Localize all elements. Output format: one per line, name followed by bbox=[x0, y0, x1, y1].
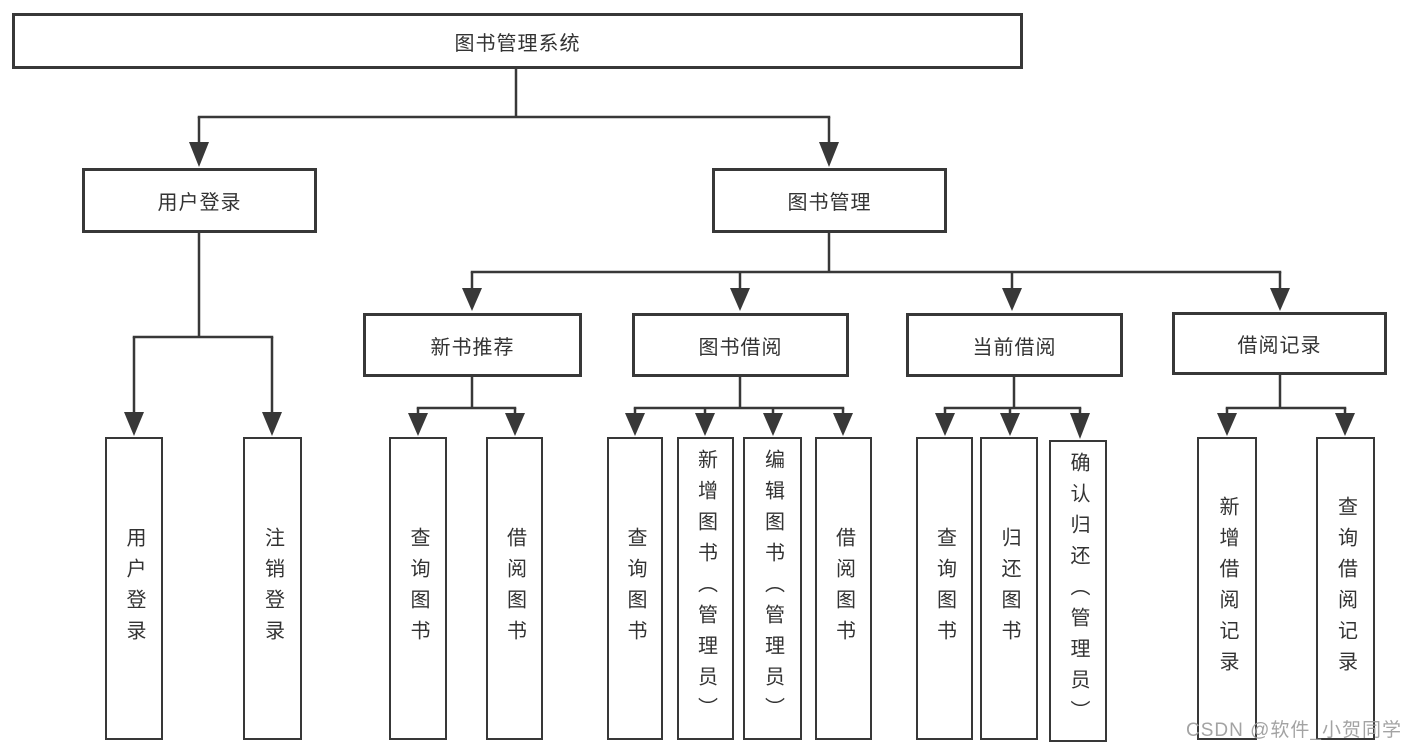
leaf-borrow-books-under-borrowing: 借阅图书 bbox=[815, 437, 872, 740]
leaf-logout: 注销登录 bbox=[243, 437, 302, 740]
leaf-label: 新增图书（管理员） bbox=[694, 449, 717, 728]
connector-current-borrow-to-leaves bbox=[935, 377, 1090, 439]
node-user-login: 用户登录 bbox=[82, 168, 317, 233]
arrowhead-icon bbox=[763, 413, 783, 436]
arrowhead-icon bbox=[625, 413, 645, 436]
leaf-query-books-under-new-book: 查询图书 bbox=[389, 437, 447, 740]
connector-root-to-level2 bbox=[189, 69, 839, 167]
arrowhead-icon bbox=[819, 142, 839, 167]
arrowhead-icon bbox=[1070, 413, 1090, 439]
leaf-query-borrow-record: 查询借阅记录 bbox=[1316, 437, 1375, 740]
leaf-label: 借阅图书 bbox=[503, 526, 526, 651]
arrowhead-icon bbox=[462, 288, 482, 311]
leaf-label: 查询图书 bbox=[407, 526, 429, 651]
leaf-label: 借阅图书 bbox=[832, 526, 855, 651]
node-book-management: 图书管理 bbox=[712, 168, 947, 233]
leaf-label: 查询图书 bbox=[624, 526, 646, 651]
arrowhead-icon bbox=[833, 413, 853, 436]
arrowhead-icon bbox=[730, 288, 750, 311]
node-label: 借阅记录 bbox=[1237, 335, 1322, 357]
leaf-label: 查询图书 bbox=[933, 526, 956, 651]
leaf-label: 编辑图书（管理员） bbox=[761, 449, 784, 728]
leaf-return-book: 归还图书 bbox=[980, 437, 1038, 740]
connector-new-book-to-leaves bbox=[408, 377, 525, 436]
arrowhead-icon bbox=[1000, 413, 1020, 436]
node-book-borrowing: 图书借阅 bbox=[632, 313, 849, 377]
node-root-system: 图书管理系统 bbox=[12, 13, 1023, 69]
node-label: 图书管理系统 bbox=[454, 32, 581, 55]
arrowhead-icon bbox=[124, 412, 144, 436]
leaf-label: 查询借阅记录 bbox=[1334, 495, 1357, 682]
node-current-borrowing: 当前借阅 bbox=[906, 313, 1123, 377]
node-label: 用户登录 bbox=[157, 192, 242, 214]
leaf-add-book-admin: 新增图书（管理员） bbox=[677, 437, 734, 740]
arrowhead-icon bbox=[1002, 288, 1022, 311]
arrowhead-icon bbox=[189, 142, 209, 167]
leaf-query-books-under-borrowing: 查询图书 bbox=[607, 437, 663, 740]
leaf-label: 确认归还（管理员） bbox=[1067, 451, 1089, 731]
arrowhead-icon bbox=[408, 413, 428, 436]
arrowhead-icon bbox=[695, 413, 715, 436]
arrowhead-icon bbox=[1217, 413, 1237, 436]
connector-user-login-to-leaves bbox=[124, 233, 282, 436]
arrowhead-icon bbox=[935, 413, 955, 436]
leaf-label: 注销登录 bbox=[261, 526, 284, 651]
connector-book-borrow-to-leaves bbox=[625, 377, 853, 436]
connector-book-mgmt-to-level3 bbox=[462, 233, 1290, 311]
leaf-borrow-books-under-new-book: 借阅图书 bbox=[486, 437, 543, 740]
leaf-add-borrow-record: 新增借阅记录 bbox=[1197, 437, 1257, 740]
arrowhead-icon bbox=[1335, 413, 1355, 436]
leaf-label: 新增借阅记录 bbox=[1216, 495, 1238, 682]
node-new-book-recommend: 新书推荐 bbox=[363, 313, 582, 377]
arrowhead-icon bbox=[505, 413, 525, 436]
node-label: 图书管理 bbox=[787, 192, 872, 214]
arrowhead-icon bbox=[1270, 288, 1290, 311]
connector-borrow-record-to-leaves bbox=[1217, 375, 1355, 436]
arrowhead-icon bbox=[262, 412, 282, 436]
leaf-user-login: 用户登录 bbox=[105, 437, 163, 740]
leaf-label: 用户登录 bbox=[123, 526, 145, 651]
node-label: 图书借阅 bbox=[698, 336, 783, 359]
node-label: 新书推荐 bbox=[430, 336, 515, 359]
leaf-edit-book-admin: 编辑图书（管理员） bbox=[743, 437, 802, 740]
csdn-watermark: CSDN @软件_小贺同学 bbox=[1186, 720, 1402, 741]
leaf-confirm-return-admin: 确认归还（管理员） bbox=[1049, 440, 1107, 742]
leaf-query-books-under-current: 查询图书 bbox=[916, 437, 973, 740]
node-label: 当前借阅 bbox=[972, 336, 1057, 359]
leaf-label: 归还图书 bbox=[998, 526, 1020, 651]
node-borrowing-records: 借阅记录 bbox=[1172, 312, 1387, 375]
